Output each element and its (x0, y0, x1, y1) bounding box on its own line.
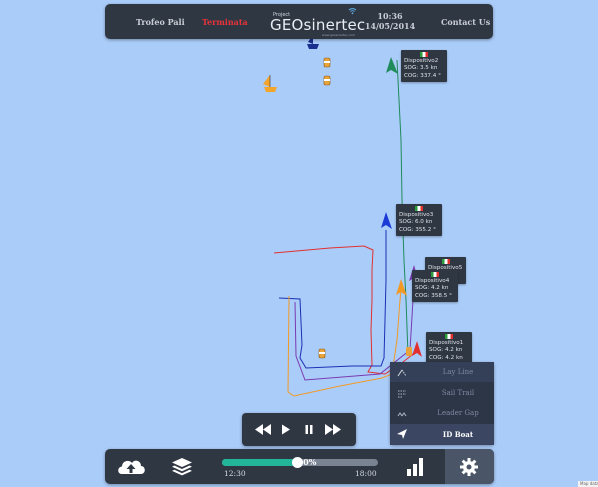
signal-icon (348, 8, 357, 15)
boat-name: Dispositivo2 (404, 58, 439, 64)
bar-chart-icon[interactable] (403, 449, 427, 484)
mark-buoy (323, 57, 331, 68)
menu-item-lay-line[interactable]: Lay Line (390, 362, 494, 382)
boat-marker-dispositivo1[interactable] (412, 341, 422, 357)
boat-cog: COG: 355.2 ° (399, 226, 436, 233)
boat-label-dispositivo1[interactable]: Dispositivo1 SOG: 4.2 kn COG: 4.2 kn (426, 332, 472, 365)
italy-flag-icon (441, 259, 450, 264)
boat-marker-dispositivo4[interactable] (396, 279, 407, 296)
boat-sog: SOG: 4.2 kn (415, 285, 449, 292)
settings-button[interactable] (445, 449, 494, 484)
italy-flag-icon (445, 334, 453, 339)
fast-forward-icon[interactable] (324, 421, 342, 438)
boat-cog: COG: 337.4 ° (404, 72, 441, 79)
play-icon[interactable] (280, 421, 292, 438)
timeline-slider[interactable] (222, 457, 378, 468)
map-attribution[interactable]: Map data (578, 481, 598, 487)
logo-project-text: Project (273, 12, 291, 18)
mark-buoy (406, 347, 412, 356)
boat-name: Dispositivo5 (428, 265, 463, 271)
boat-marker-dispositivo2[interactable] (386, 57, 398, 74)
clock: 10:36 14/05/2014 (362, 11, 418, 31)
boat-sog: SOG: 4.2 kn (429, 347, 463, 354)
layline-icon (397, 369, 407, 377)
bottom-bar: 100% 12:30 18:00 (105, 449, 494, 484)
mark-buoy (323, 75, 331, 86)
menu-label: ID Boat (442, 430, 474, 439)
pause-icon[interactable] (303, 421, 315, 438)
boat-label-dispositivo3[interactable]: Dispositivo3 SOG: 6.0 kn COG: 355.2 ° (396, 204, 442, 236)
boat-label-dispositivo4[interactable]: Dispositivo4 SOG: 4.2 kn COG: 358.5 ° (412, 270, 458, 302)
contact-us-link[interactable]: Contact Us (441, 17, 491, 27)
italy-flag-icon (431, 272, 439, 277)
playback-controls (242, 413, 356, 446)
timeline-percent: 100% (292, 457, 317, 467)
boat-label-dispositivo2[interactable]: Dispositivo2 SOG: 3.5 kn COG: 337.4 ° (401, 50, 447, 82)
track-dispositivo4 (287, 289, 402, 397)
timeline-progress-fill (222, 459, 298, 466)
cloud-upload-icon[interactable] (113, 449, 149, 484)
gear-icon (460, 458, 478, 476)
boat-marker-dispositivo3[interactable] (381, 212, 392, 229)
timeline-handle[interactable] (292, 457, 303, 468)
menu-item-sail-trail[interactable]: Sail Trail (390, 383, 494, 403)
layer-menu: Lay Line Sail Trail Leader Gap ID Boat (390, 362, 494, 445)
menu-item-leader-gap[interactable]: Leader Gap (390, 403, 494, 423)
italy-flag-icon (420, 52, 428, 57)
rewind-icon[interactable] (254, 421, 272, 438)
clock-date: 14/05/2014 (364, 21, 416, 31)
track-dispositivo3 (278, 230, 387, 369)
boat-name: Dispositivo4 (415, 278, 450, 284)
logo-text: GEOsinertec (270, 16, 366, 34)
race-status: Terminata (202, 17, 248, 27)
timeline-start-time: 12:30 (224, 469, 246, 478)
leader-gap-icon (397, 412, 407, 417)
send-arrow-icon (397, 429, 407, 439)
mark-buoy (318, 348, 326, 359)
boat-sog: SOG: 3.5 kn (404, 65, 438, 72)
menu-label: Lay Line (442, 368, 474, 376)
clock-time: 10:36 (377, 11, 403, 21)
boat-name: Dispositivo1 (429, 340, 464, 346)
geosinertec-logo: Project GEOsinertec www.geosinertec.com (270, 8, 365, 37)
logo-url: www.geosinertec.com (322, 33, 356, 37)
boat-sog: SOG: 6.0 kn (399, 219, 433, 226)
menu-item-id-boat[interactable]: ID Boat (390, 424, 494, 445)
boat-name: Dispositivo3 (399, 212, 434, 218)
race-name: Trofeo Pali (136, 17, 185, 27)
layers-icon[interactable] (167, 449, 197, 484)
boat-cog: COG: 4.2 kn (429, 354, 463, 361)
italy-flag-icon (415, 206, 423, 211)
committee-boat-icon (263, 75, 277, 92)
timeline-end-time: 18:00 (355, 469, 377, 478)
menu-label: Sail Trail (441, 389, 475, 397)
boat-cog: COG: 358.5 ° (415, 292, 452, 299)
sail-trail-icon (398, 390, 406, 398)
top-bar: Trofeo Pali Terminata Project GEOsinerte… (105, 4, 493, 39)
menu-label: Leader Gap (437, 409, 479, 417)
